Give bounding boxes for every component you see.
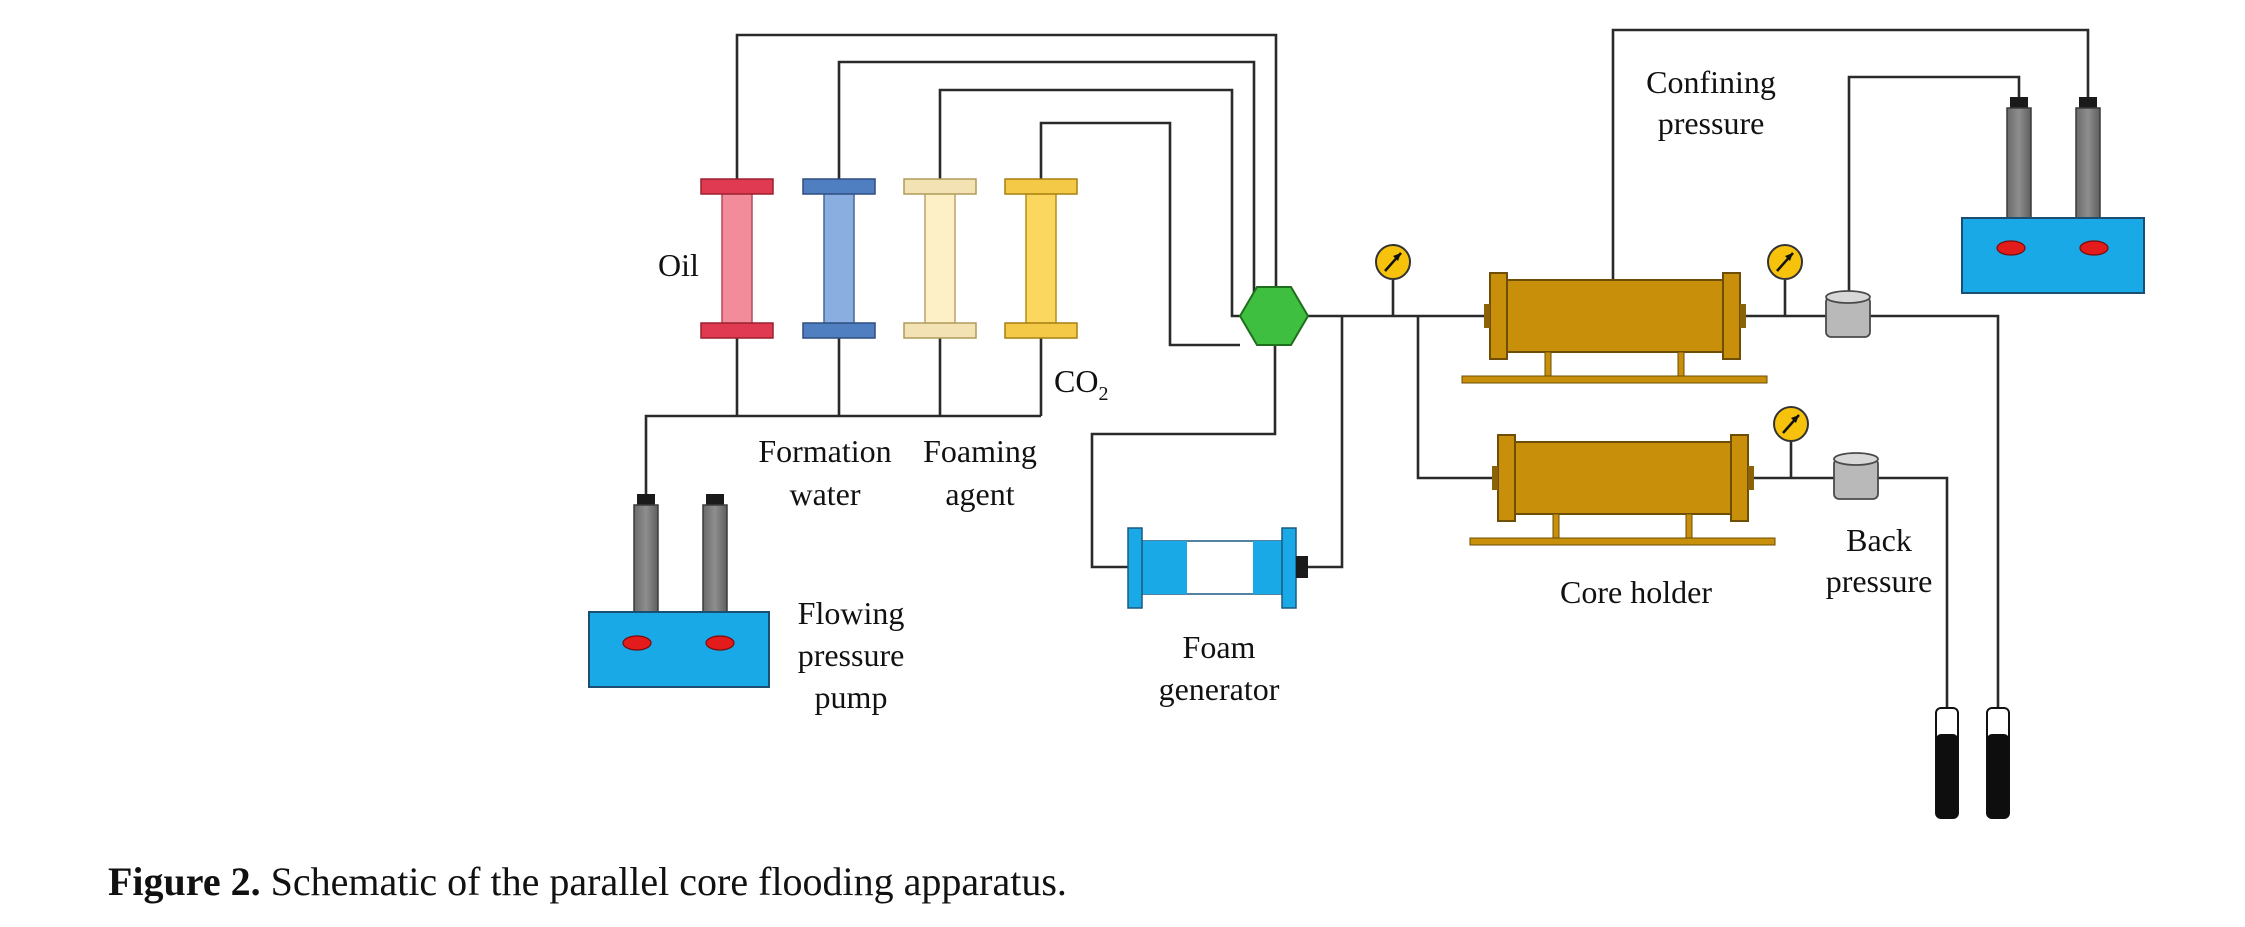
co2-cylinder xyxy=(1004,178,1078,339)
pipe-co2-top xyxy=(1039,121,1240,347)
label-pressure-pump: pressure xyxy=(798,637,905,673)
label-confining: Confining xyxy=(1646,64,1776,100)
back-pressure-regulator-lower xyxy=(1833,452,1879,500)
foaming-agent-cylinder xyxy=(903,178,977,339)
figure-caption: Figure 2. Schematic of the parallel core… xyxy=(108,858,1067,905)
pipe-manifold xyxy=(644,414,1041,495)
pipe-foamgen-return xyxy=(1307,316,1344,569)
collection-tube-2 xyxy=(1986,707,2010,819)
label-pump: pump xyxy=(815,679,888,715)
pipe-valve-down xyxy=(1090,345,1277,569)
pressure-gauge-2 xyxy=(1767,244,1803,280)
label-foam: Foam xyxy=(1183,629,1256,665)
core-flooding-schematic: Oil CO2 Formation water Foaming agent Fl… xyxy=(588,28,2145,819)
pipe-upper-to-collect xyxy=(1866,314,2000,708)
collection-tube-1 xyxy=(1935,707,1959,819)
pipe-regulator-to-pump xyxy=(1847,75,2021,293)
flowing-pressure-pump xyxy=(588,494,770,688)
core-holder-lower xyxy=(1469,434,1776,546)
label-flowing: Flowing xyxy=(798,595,905,631)
label-back: Back xyxy=(1846,522,1912,558)
back-pressure-regulator-upper xyxy=(1825,290,1871,338)
label-confining-pressure: pressure xyxy=(1658,105,1765,141)
label-co2: CO2 xyxy=(1054,363,1108,405)
pressure-gauge-1 xyxy=(1375,244,1411,280)
label-generator: generator xyxy=(1159,671,1280,707)
label-agent: agent xyxy=(945,476,1014,512)
pipe-lower-to-collect xyxy=(1874,476,1949,708)
label-back-pressure: pressure xyxy=(1826,563,1933,599)
label-core-holder: Core holder xyxy=(1560,574,1712,610)
pipe-oil-top xyxy=(735,33,1278,300)
label-oil: Oil xyxy=(658,247,699,283)
label-water: water xyxy=(789,476,860,512)
label-foaming: Foaming xyxy=(923,433,1037,469)
caption-text: Schematic of the parallel core flooding … xyxy=(270,859,1067,904)
pipe-lower-branch xyxy=(1416,316,1498,480)
formation-water-cylinder xyxy=(802,178,876,339)
label-formation: Formation xyxy=(758,433,891,469)
multiport-valve xyxy=(1238,286,1310,346)
oil-cylinder xyxy=(700,178,774,339)
foam-generator xyxy=(1127,527,1308,609)
core-holder-upper xyxy=(1461,272,1768,384)
pressure-gauge-3 xyxy=(1773,406,1809,442)
pipe-confining xyxy=(1611,28,2090,280)
pipework xyxy=(644,28,2090,708)
figure-label: Figure 2. xyxy=(108,859,261,904)
confining-pressure-pump xyxy=(1961,97,2145,294)
pipe-water-top xyxy=(837,60,1256,300)
pipe-foaming-top xyxy=(938,88,1245,318)
